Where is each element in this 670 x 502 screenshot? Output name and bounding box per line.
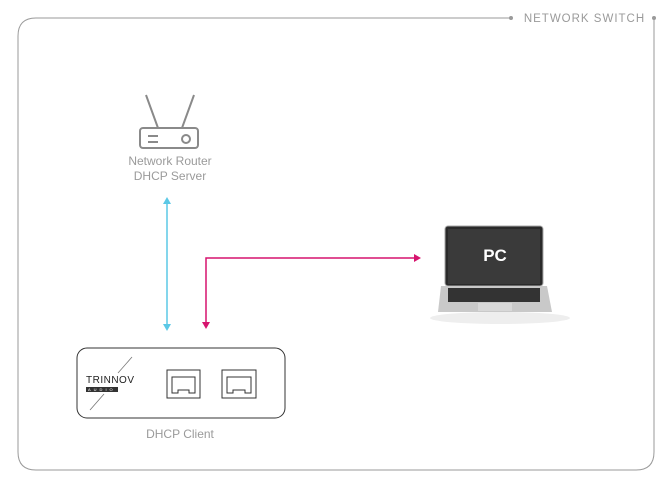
dhcp-client-device: [76, 347, 286, 419]
router-label: Network Router DHCP Server: [110, 154, 230, 184]
trinnov-logo-subtext: AUDIO: [86, 387, 118, 392]
network-switch-label: NETWORK SWITCH: [523, 13, 646, 25]
pc-label: PC: [483, 246, 507, 265]
laptop-icon: [430, 225, 570, 324]
router-role: DHCP Server: [133, 169, 207, 183]
pc-link-arrow: [202, 254, 421, 329]
border-dot: [652, 16, 656, 20]
router-name: Network Router: [128, 154, 212, 168]
dhcp-client-label: DHCP Client: [146, 427, 214, 441]
border-dot: [509, 16, 513, 20]
trinnov-logo-text: TRINNOV: [86, 375, 135, 386]
ethernet-port-icon: [221, 369, 257, 399]
trinnov-logo: [89, 356, 133, 411]
ethernet-port-icon: [166, 369, 201, 399]
dhcp-link-arrow: [163, 197, 171, 331]
network-switch-border: [17, 17, 655, 471]
router-icon: [139, 94, 199, 149]
